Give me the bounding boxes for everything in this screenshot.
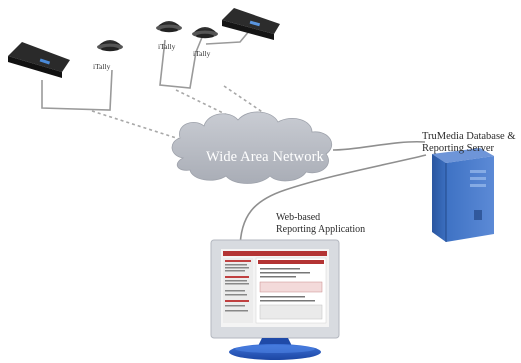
device-cables	[41, 29, 251, 111]
server-tower	[432, 148, 494, 242]
cable-right-group	[205, 29, 251, 45]
camera-2	[156, 21, 182, 33]
monitor	[210, 239, 340, 360]
cable-server-pc	[239, 154, 427, 251]
web-app-label-line-2: Reporting Application	[276, 224, 366, 235]
camera-1	[97, 40, 123, 52]
rack-device-right	[222, 8, 280, 40]
cable-left-group	[41, 69, 113, 111]
server-label-line-1: TruMedia Database &	[422, 131, 516, 142]
wan-label: Wide Area Network	[206, 149, 324, 165]
rack-device-left	[8, 42, 70, 78]
cable-mid-group	[159, 39, 197, 89]
cable-server-top	[332, 140, 426, 151]
server-cables	[239, 140, 427, 251]
web-app-label: Web-based Reporting Application	[276, 212, 365, 236]
server-label-line-2: Reporting Server	[422, 143, 495, 154]
camera-2-label: iTally	[158, 42, 176, 51]
web-app-label-line-1: Web-based	[276, 212, 321, 223]
camera-3-label: iTally	[193, 49, 211, 58]
camera-3	[192, 27, 218, 39]
camera-1-label: iTally	[93, 62, 111, 71]
server-label: TruMedia Database & Reporting Server	[422, 131, 516, 155]
wan-cloud	[171, 111, 332, 184]
